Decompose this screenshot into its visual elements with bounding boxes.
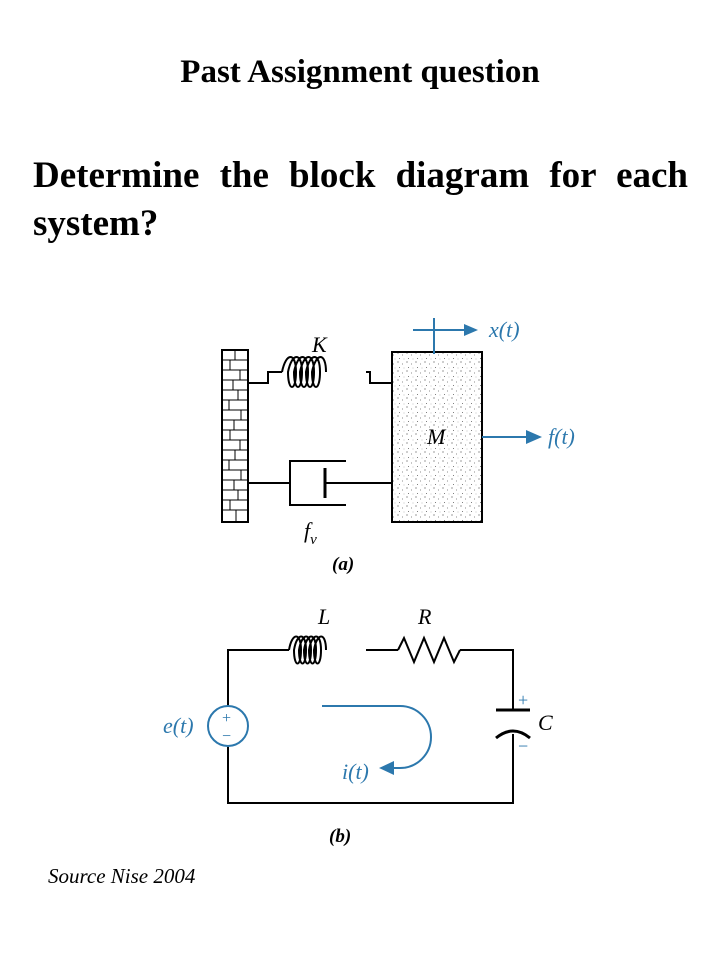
current-label: i(t) <box>342 759 369 784</box>
circuit-wires <box>227 649 514 804</box>
displacement-arrow <box>413 318 478 354</box>
source-minus: − <box>222 728 231 745</box>
mechanical-system-diagram: K fv M x(t) f(t) (a) <box>221 317 575 575</box>
question-text: Determine the block diagram for each sys… <box>33 155 688 244</box>
spring <box>248 356 392 388</box>
resistor <box>397 635 461 665</box>
current-arrow <box>322 705 432 775</box>
capacitor-minus: − <box>518 736 528 756</box>
capacitor-label: C <box>538 710 553 735</box>
electrical-circuit-diagram: L R + − C + − e(t) i(t) (b) <box>163 604 553 847</box>
mass-label: M <box>426 424 447 449</box>
damper-label-main: f <box>304 518 313 543</box>
mass-block <box>391 351 483 523</box>
caption-a: (a) <box>332 554 354 575</box>
force-arrow <box>482 430 542 444</box>
spring-label: K <box>311 332 328 357</box>
source-citation: Source Nise 2004 <box>48 864 196 888</box>
source-label: e(t) <box>163 713 194 738</box>
slide-title: Past Assignment question <box>180 54 540 90</box>
force-label: f(t) <box>548 424 575 449</box>
damper <box>248 460 392 506</box>
voltage-source <box>207 705 249 747</box>
inductor <box>288 635 327 665</box>
damper-label: fv <box>304 518 317 548</box>
damper-label-sub: v <box>310 532 317 548</box>
fixed-wall <box>221 349 249 523</box>
capacitor-plus: + <box>518 690 528 710</box>
capacitor <box>495 708 531 740</box>
caption-b: (b) <box>329 826 351 847</box>
resistor-label: R <box>417 604 432 629</box>
inductor-label: L <box>317 604 330 629</box>
source-plus: + <box>222 710 231 727</box>
displacement-label: x(t) <box>488 317 520 342</box>
